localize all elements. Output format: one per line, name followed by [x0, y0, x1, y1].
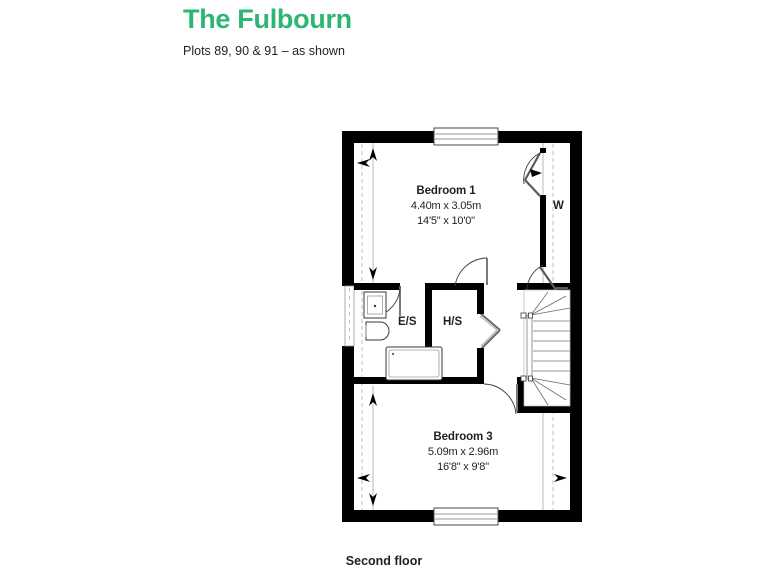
wardrobe-label: W [553, 200, 564, 212]
bedroom-3-name: Bedroom 3 [433, 431, 493, 443]
ensuite-label: E/S [398, 316, 417, 328]
plan-header: The Fulbourn Plots 89, 90 & 91 – as show… [183, 0, 603, 59]
toilet-icon [365, 321, 390, 341]
window-bottom [433, 507, 499, 526]
bedroom3-door [483, 383, 518, 415]
plan-subtitle: Plots 89, 90 & 91 – as shown [183, 44, 345, 58]
left-wall-thin-ensuite [344, 285, 355, 347]
washbasin-icon [363, 291, 387, 319]
room-label-bedroom-1: Bedroom 1 4.40m x 3.05m 14'5" x 10'0" [386, 184, 506, 229]
internal-walls [354, 283, 570, 413]
hot-storage-label: H/S [443, 316, 463, 328]
room-label-bedroom-3: Bedroom 3 5.09m x 2.96m 16'8" x 9'8" [403, 430, 523, 475]
wardrobe-unit [523, 148, 568, 297]
page-title: The Fulbourn [183, 4, 352, 34]
floor-caption: Second floor [345, 554, 423, 568]
hotstorage-door-stops [477, 310, 484, 352]
bedroom-1-name: Bedroom 1 [416, 185, 476, 197]
window-top [433, 127, 499, 146]
bedroom1-door [454, 257, 488, 287]
bedroom-1-dim-imperial: 14'5" x 10'0" [417, 215, 475, 227]
dimension-arrows [357, 148, 567, 506]
bath-icon [385, 346, 443, 381]
bedroom-3-dim-metric: 5.09m x 2.96m [427, 446, 499, 458]
hotstorage-doors [479, 312, 501, 350]
bedroom-1-dim-metric: 4.40m x 3.05m [410, 200, 482, 212]
staircase [520, 289, 571, 407]
bedroom-3-dim-imperial: 16'8" x 9'8" [437, 461, 489, 473]
